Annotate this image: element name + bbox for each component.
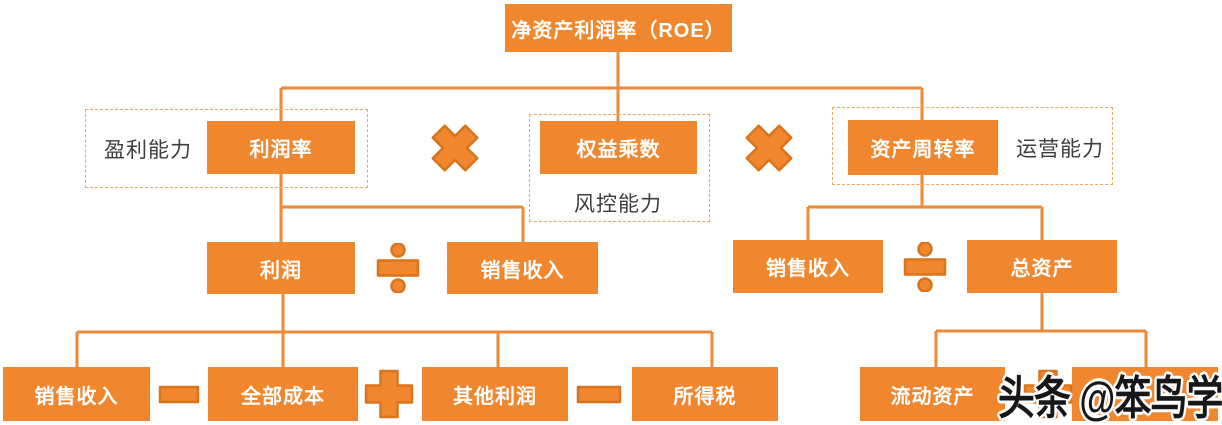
plus-icon: [1023, 369, 1073, 424]
node-roe: 净资产利润率（ROE）: [505, 4, 732, 52]
node-profit-margin: 利润率: [207, 121, 355, 174]
minus-icon: [158, 385, 200, 409]
multiply-icon: [428, 121, 482, 180]
profitability-group-box: [85, 109, 368, 188]
divide-icon: [902, 241, 948, 297]
node-sales-revenue-left: 销售收入: [447, 242, 598, 294]
node-income-tax: 所得税: [632, 367, 778, 421]
minus-icon: [576, 385, 622, 409]
node-other-profit: 其他利润: [422, 367, 568, 421]
divide-icon: [375, 242, 421, 298]
node-sales-revenue-bottom: 销售收入: [3, 367, 150, 421]
plus-icon: [364, 369, 414, 424]
node-profit: 利润: [207, 242, 355, 294]
annotation-risk-control: 风控能力: [574, 193, 662, 216]
multiply-icon: [742, 121, 796, 180]
risk-control-group-box: [529, 114, 710, 222]
node-covered-box: [1072, 367, 1218, 421]
node-total-cost: 全部成本: [208, 367, 358, 421]
node-current-assets: 流动资产: [860, 367, 1005, 421]
node-sales-revenue-right: 销售收入: [733, 240, 883, 293]
annotation-profitability: 盈利能力: [104, 139, 192, 162]
node-total-assets: 总资产: [967, 240, 1117, 293]
node-equity-multiplier: 权益乘数: [540, 121, 697, 174]
annotation-operation: 运营能力: [1016, 138, 1104, 161]
watermark-text: 头条 @笨鸟学: [998, 372, 1222, 424]
operation-group-box: [832, 107, 1113, 185]
node-asset-turnover: 资产周转率: [848, 120, 998, 175]
